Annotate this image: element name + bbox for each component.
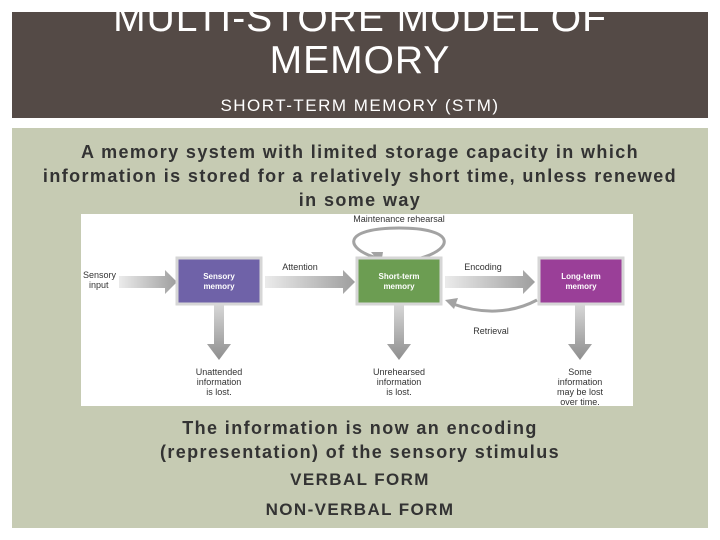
sensory-input-label-1: Sensory (83, 270, 117, 280)
loss-caption-ltm-1: Some (568, 367, 592, 377)
attention-arrow (265, 270, 355, 294)
input-arrow (119, 270, 177, 294)
sensory-memory-box (175, 256, 263, 306)
encoding-line-1: The information is now an encoding (182, 418, 538, 438)
loss-caption-stm-1: Unrehearsed (373, 367, 425, 377)
retrieval-label: Retrieval (473, 326, 509, 336)
title-line-1: MULTI-STORE MODEL OF (113, 12, 607, 40)
sensory-input-label-2: input (89, 280, 109, 290)
loss-arrow-sensory (207, 304, 231, 360)
loss-caption-stm-2: information (377, 377, 422, 387)
loss-arrow-ltm (568, 304, 592, 360)
bottom-text: The information is now an encoding (repr… (12, 416, 708, 524)
encoding-statement: The information is now an encoding (repr… (12, 416, 708, 464)
diagram-svg: Sensory memory Short-term memory Long-te… (83, 214, 625, 406)
slide-header: MULTI-STORE MODEL OF MEMORY SHORT-TERM M… (12, 12, 708, 118)
loss-caption-ltm-2: information (558, 377, 603, 387)
ltm-box-label-2: memory (565, 282, 597, 291)
loss-caption-ltm-3: may be lost (557, 387, 604, 397)
slide-subtitle: SHORT-TERM MEMORY (STM) (220, 96, 500, 115)
encoding-arrow (445, 270, 535, 294)
stm-box-label-1: Short-term (379, 272, 420, 281)
retrieval-arrowhead (445, 298, 458, 309)
stm-box (355, 256, 443, 306)
verbal-form: VERBAL FORM (290, 470, 430, 489)
retrieval-curve (452, 298, 538, 313)
stm-box-label-2: memory (383, 282, 415, 291)
multi-store-diagram: Sensory memory Short-term memory Long-te… (81, 214, 633, 406)
rehearsal-loop (352, 226, 446, 260)
loss-caption-ltm-4: over time. (560, 397, 600, 406)
sensory-box-label-1: Sensory (203, 272, 235, 281)
encoding-line-2: (representation) of the sensory stimulus (159, 442, 561, 462)
loss-caption-stm-3: is lost. (386, 387, 412, 397)
loss-caption-sensory-2: information (197, 377, 242, 387)
stm-definition: A memory system with limited storage cap… (42, 142, 678, 210)
title-line-2: MEMORY (269, 39, 451, 82)
ltm-box-label-1: Long-term (561, 272, 601, 281)
encoding-label: Encoding (464, 262, 502, 272)
ltm-box (537, 256, 625, 306)
non-verbal-form: NON-VERBAL FORM (265, 500, 455, 519)
loss-caption-sensory-1: Unattended (196, 367, 243, 377)
rehearsal-label: Maintenance rehearsal (353, 214, 445, 224)
sensory-box-label-2: memory (203, 282, 235, 291)
loss-caption-sensory-3: is lost. (206, 387, 232, 397)
content-panel: A memory system with limited storage cap… (12, 128, 708, 528)
attention-label: Attention (282, 262, 318, 272)
slide-title: MULTI-STORE MODEL OF MEMORY (12, 12, 708, 82)
loss-arrow-stm (387, 304, 411, 360)
